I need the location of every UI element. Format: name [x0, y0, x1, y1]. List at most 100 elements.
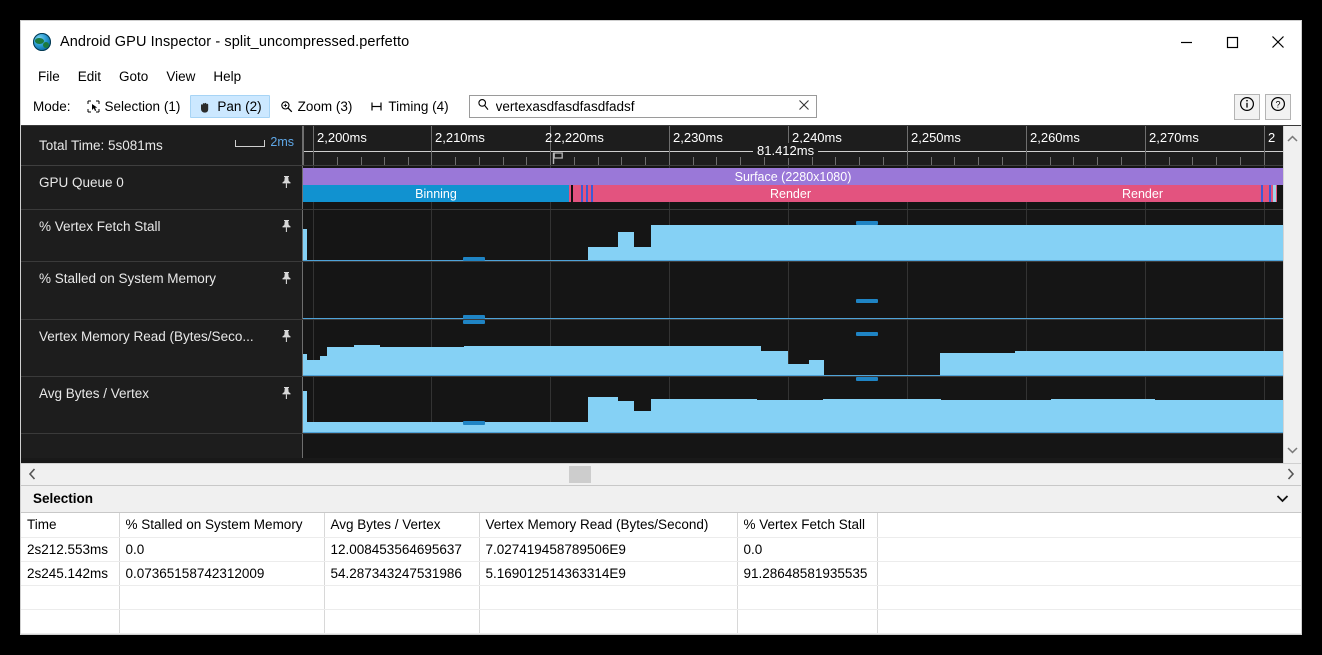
- pin-icon[interactable]: [281, 386, 292, 405]
- table-row[interactable]: [21, 585, 1301, 610]
- chevron-left-icon[interactable]: [21, 468, 43, 480]
- chevron-down-icon[interactable]: [1287, 441, 1298, 459]
- close-icon[interactable]: [1255, 21, 1301, 63]
- area-segment: [561, 346, 761, 376]
- table-row[interactable]: [21, 609, 1301, 634]
- track-label-gpu-queue-0[interactable]: GPU Queue 0: [21, 166, 303, 209]
- mode-zoom-button[interactable]: Zoom (3): [272, 95, 361, 118]
- slice-render-1[interactable]: Render: [573, 185, 1008, 202]
- ruler-ticks[interactable]: 2,200ms 2,210ms 2 2,220ms 2,230ms 2,240m…: [303, 126, 1283, 165]
- track-canvas-gpu-queue-0[interactable]: Surface (2280x1080) Binning Render: [303, 166, 1283, 209]
- cell-empty: [479, 585, 738, 610]
- menu-file[interactable]: File: [38, 68, 60, 84]
- clear-x-icon[interactable]: [798, 98, 810, 116]
- track-canvas-stalled-system-memory[interactable]: [303, 262, 1283, 319]
- scrollbar-thumb[interactable]: [569, 465, 591, 483]
- search-input[interactable]: vertexasdfasdfasdfadsf: [468, 95, 817, 118]
- slice-binning[interactable]: Binning: [303, 185, 569, 202]
- cell-spacer: [877, 537, 1301, 562]
- selection-marker[interactable]: [463, 257, 485, 261]
- area-segment: [303, 391, 307, 433]
- track-vertex-memory-read[interactable]: Vertex Memory Read (Bytes/Seco...: [21, 320, 1283, 377]
- help-button[interactable]: ?: [1265, 93, 1291, 120]
- selection-cursor-icon: [87, 100, 100, 113]
- selection-marker[interactable]: [463, 421, 485, 425]
- cell-spacer: [877, 561, 1301, 586]
- title-bar: Android GPU Inspector - split_uncompress…: [21, 21, 1301, 63]
- slice-render-2[interactable]: Render: [1008, 185, 1277, 202]
- info-button[interactable]: [1234, 93, 1260, 120]
- horizontal-scrollbar[interactable]: [21, 462, 1301, 485]
- maximize-icon[interactable]: [1209, 21, 1255, 63]
- window-controls: [1163, 21, 1301, 63]
- table-row[interactable]: 2s212.553ms 0.0 12.008453564695637 7.027…: [21, 537, 1301, 562]
- chevron-down-icon[interactable]: [1276, 490, 1289, 508]
- selection-marker[interactable]: [856, 377, 878, 381]
- selection-table[interactable]: Time % Stalled on System Memory Avg Byte…: [21, 512, 1301, 634]
- area-segment: [809, 360, 824, 376]
- slice-divider-5: [1269, 185, 1271, 202]
- pin-icon[interactable]: [281, 271, 292, 290]
- selection-marker[interactable]: [856, 332, 878, 336]
- track-baseline: [303, 432, 1283, 433]
- mode-pan-button[interactable]: Pan (2): [190, 95, 270, 118]
- track-stalled-system-memory[interactable]: % Stalled on System Memory: [21, 262, 1283, 320]
- track-name: GPU Queue 0: [39, 175, 124, 190]
- track-canvas-empty: [303, 434, 1283, 458]
- track-label-vertex-memory-read[interactable]: Vertex Memory Read (Bytes/Seco...: [21, 320, 303, 376]
- selection-marker[interactable]: [856, 221, 878, 225]
- chevron-up-icon[interactable]: [1287, 130, 1298, 148]
- area-segment: [941, 400, 1051, 433]
- area-segment: [489, 422, 588, 433]
- selection-marker[interactable]: [856, 299, 878, 303]
- track-canvas-vertex-fetch-stall[interactable]: [303, 210, 1283, 261]
- slice-surface[interactable]: Surface (2280x1080): [303, 168, 1283, 185]
- mode-timing-button[interactable]: Timing (4): [362, 95, 456, 118]
- selection-header[interactable]: Selection: [21, 484, 1301, 513]
- column-header-stalled-system-memory[interactable]: % Stalled on System Memory: [119, 512, 325, 538]
- menu-view[interactable]: View: [166, 68, 196, 84]
- chevron-right-icon[interactable]: [1279, 468, 1301, 480]
- pin-icon[interactable]: [281, 329, 292, 348]
- slice-gap-b: [571, 185, 573, 202]
- timeline-body: Total Time: 5s081ms 2ms: [21, 126, 1301, 463]
- area-segment: [634, 247, 651, 261]
- track-label-avg-bytes-vertex[interactable]: Avg Bytes / Vertex: [21, 377, 303, 433]
- track-name: Avg Bytes / Vertex: [39, 386, 150, 401]
- minimize-icon[interactable]: [1163, 21, 1209, 63]
- column-header-time[interactable]: Time: [21, 512, 120, 538]
- menu-edit[interactable]: Edit: [77, 68, 102, 84]
- selection-marker[interactable]: [463, 315, 485, 319]
- flag-marker-icon[interactable]: [552, 152, 565, 165]
- column-header-vertex-memory-read[interactable]: Vertex Memory Read (Bytes/Second): [479, 512, 738, 538]
- scale-indicator: 2ms: [235, 136, 294, 148]
- pin-icon[interactable]: [281, 175, 292, 194]
- mode-selection-button[interactable]: Selection (1): [79, 95, 189, 118]
- pin-icon[interactable]: [281, 219, 292, 238]
- track-canvas-avg-bytes-vertex[interactable]: [303, 377, 1283, 433]
- track-canvas-vertex-memory-read[interactable]: [303, 320, 1283, 376]
- area-segment: [320, 356, 327, 376]
- track-vertex-fetch-stall[interactable]: % Vertex Fetch Stall: [21, 210, 1283, 262]
- track-label-vertex-fetch-stall[interactable]: % Vertex Fetch Stall: [21, 210, 303, 261]
- menu-goto[interactable]: Goto: [119, 68, 149, 84]
- area-segment: [823, 399, 941, 433]
- column-header-avg-bytes-vertex[interactable]: Avg Bytes / Vertex: [324, 512, 480, 538]
- selection-marker[interactable]: [463, 320, 485, 324]
- track-label-stalled-system-memory[interactable]: % Stalled on System Memory: [21, 262, 303, 319]
- area-segment: [307, 422, 489, 433]
- column-header-vertex-fetch-stall[interactable]: % Vertex Fetch Stall: [737, 512, 878, 538]
- menu-help[interactable]: Help: [213, 68, 242, 84]
- table-row[interactable]: 2s245.142ms 0.07365158742312009 54.28734…: [21, 561, 1301, 586]
- track-avg-bytes-vertex[interactable]: Avg Bytes / Vertex: [21, 377, 1283, 434]
- search-value: vertexasdfasdfasdfadsf: [495, 99, 635, 114]
- slice-gap-a[interactable]: [569, 185, 571, 202]
- area-segment: [618, 232, 634, 261]
- timeline-main[interactable]: Total Time: 5s081ms 2ms: [21, 126, 1283, 463]
- track-gpu-queue-0[interactable]: GPU Queue 0: [21, 166, 1283, 210]
- search-icon: [477, 98, 490, 116]
- vertical-scrollbar[interactable]: [1283, 126, 1301, 463]
- cell-avg-bytes-vertex: 12.008453564695637: [324, 537, 480, 562]
- time-ruler[interactable]: Total Time: 5s081ms 2ms: [21, 126, 1283, 166]
- cell-empty: [21, 609, 120, 634]
